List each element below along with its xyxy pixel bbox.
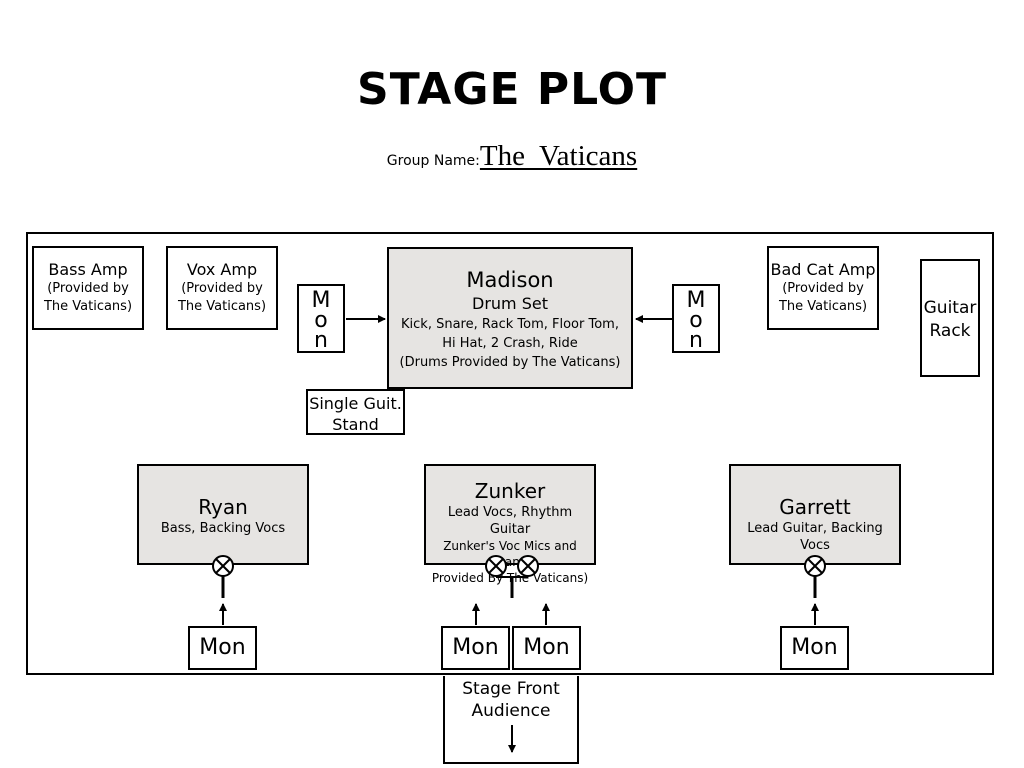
- bad-cat-amp-note-1: (Provided by: [782, 281, 864, 296]
- mic-ryan-icon: [212, 555, 234, 577]
- guitar-stand-label-2: Stand: [332, 415, 379, 434]
- bass-amp: Bass Amp (Provided by The Vaticans): [32, 246, 144, 330]
- drum-kit-line-2: Hi Hat, 2 Crash, Ride: [442, 336, 578, 351]
- drum-monitor-left-m: M: [311, 288, 331, 313]
- player-zunker-role: Lead Vocs, Rhythm Guitar: [447, 505, 573, 537]
- guitar-stand-label-1: Single Guit.: [309, 394, 402, 413]
- drummer-name: Madison: [466, 268, 554, 292]
- drum-monitor-left: M o n: [297, 284, 345, 353]
- player-garrett-name: Garrett: [779, 495, 851, 519]
- monitor-zunker-right-label: Mon: [523, 635, 570, 660]
- monitor-zunker-left-label: Mon: [452, 635, 499, 660]
- bad-cat-amp: Bad Cat Amp (Provided by The Vaticans): [767, 246, 879, 330]
- drum-monitor-right-m: M: [686, 288, 706, 313]
- group-name-value: The Vaticans: [479, 140, 638, 172]
- vox-amp-note-2: The Vaticans): [177, 299, 267, 314]
- guitar-rack-label-2: Rack: [929, 321, 971, 341]
- guitar-rack: Guitar Rack: [920, 259, 980, 377]
- player-zunker-name: Zunker: [474, 479, 546, 503]
- monitor-garrett-label: Mon: [791, 635, 838, 660]
- vox-amp-note-1: (Provided by: [181, 281, 263, 296]
- drum-kit-line-1: Kick, Snare, Rack Tom, Floor Tom,: [401, 317, 619, 332]
- drum-monitor-left-n: n: [314, 328, 328, 353]
- mic-zunker-right-icon: [517, 555, 539, 577]
- drum-set-title: Drum Set: [472, 294, 548, 313]
- monitor-ryan: Mon: [188, 626, 257, 670]
- group-name-label: Group Name:: [386, 153, 480, 169]
- player-garrett-role: Lead Guitar, Backing Vocs: [747, 521, 883, 553]
- vox-amp-title: Vox Amp: [186, 260, 258, 279]
- monitor-garrett: Mon: [780, 626, 849, 670]
- bad-cat-amp-note-2: The Vaticans): [778, 299, 868, 314]
- guitar-rack-label-1: Guitar: [923, 298, 977, 318]
- bass-amp-title: Bass Amp: [48, 260, 128, 279]
- drum-monitor-right-o: o: [689, 308, 703, 333]
- mic-zunker-left-icon: [485, 555, 507, 577]
- drum-monitor-right-n: n: [689, 328, 703, 353]
- bad-cat-amp-title: Bad Cat Amp: [770, 260, 876, 279]
- player-garrett: Garrett Lead Guitar, Backing Vocs: [729, 464, 901, 565]
- monitor-ryan-label: Mon: [199, 635, 246, 660]
- monitor-zunker-left: Mon: [441, 626, 510, 670]
- drum-kit-line-3: (Drums Provided by The Vaticans): [399, 355, 621, 370]
- bass-amp-note-2: The Vaticans): [43, 299, 133, 314]
- stage-area: [26, 232, 994, 675]
- audience-label: Audience: [471, 701, 551, 721]
- drum-set-position: Madison Drum Set Kick, Snare, Rack Tom, …: [387, 247, 633, 389]
- stage-front-label: Stage Front: [462, 679, 560, 699]
- player-ryan-name: Ryan: [198, 495, 248, 519]
- single-guitar-stand: Single Guit. Stand: [306, 389, 405, 435]
- vox-amp: Vox Amp (Provided by The Vaticans): [166, 246, 278, 330]
- bass-amp-note-1: (Provided by: [47, 281, 129, 296]
- mic-garrett-icon: [804, 555, 826, 577]
- player-zunker: Zunker Lead Vocs, Rhythm Guitar Zunker's…: [424, 464, 596, 585]
- drum-monitor-right: M o n: [672, 284, 720, 353]
- drum-monitor-left-o: o: [314, 308, 328, 333]
- page-title: STAGE PLOT: [357, 64, 667, 115]
- monitor-zunker-right: Mon: [512, 626, 581, 670]
- group-name-row: Group Name:The Vaticans: [0, 140, 1024, 173]
- player-ryan-role: Bass, Backing Vocs: [160, 521, 286, 536]
